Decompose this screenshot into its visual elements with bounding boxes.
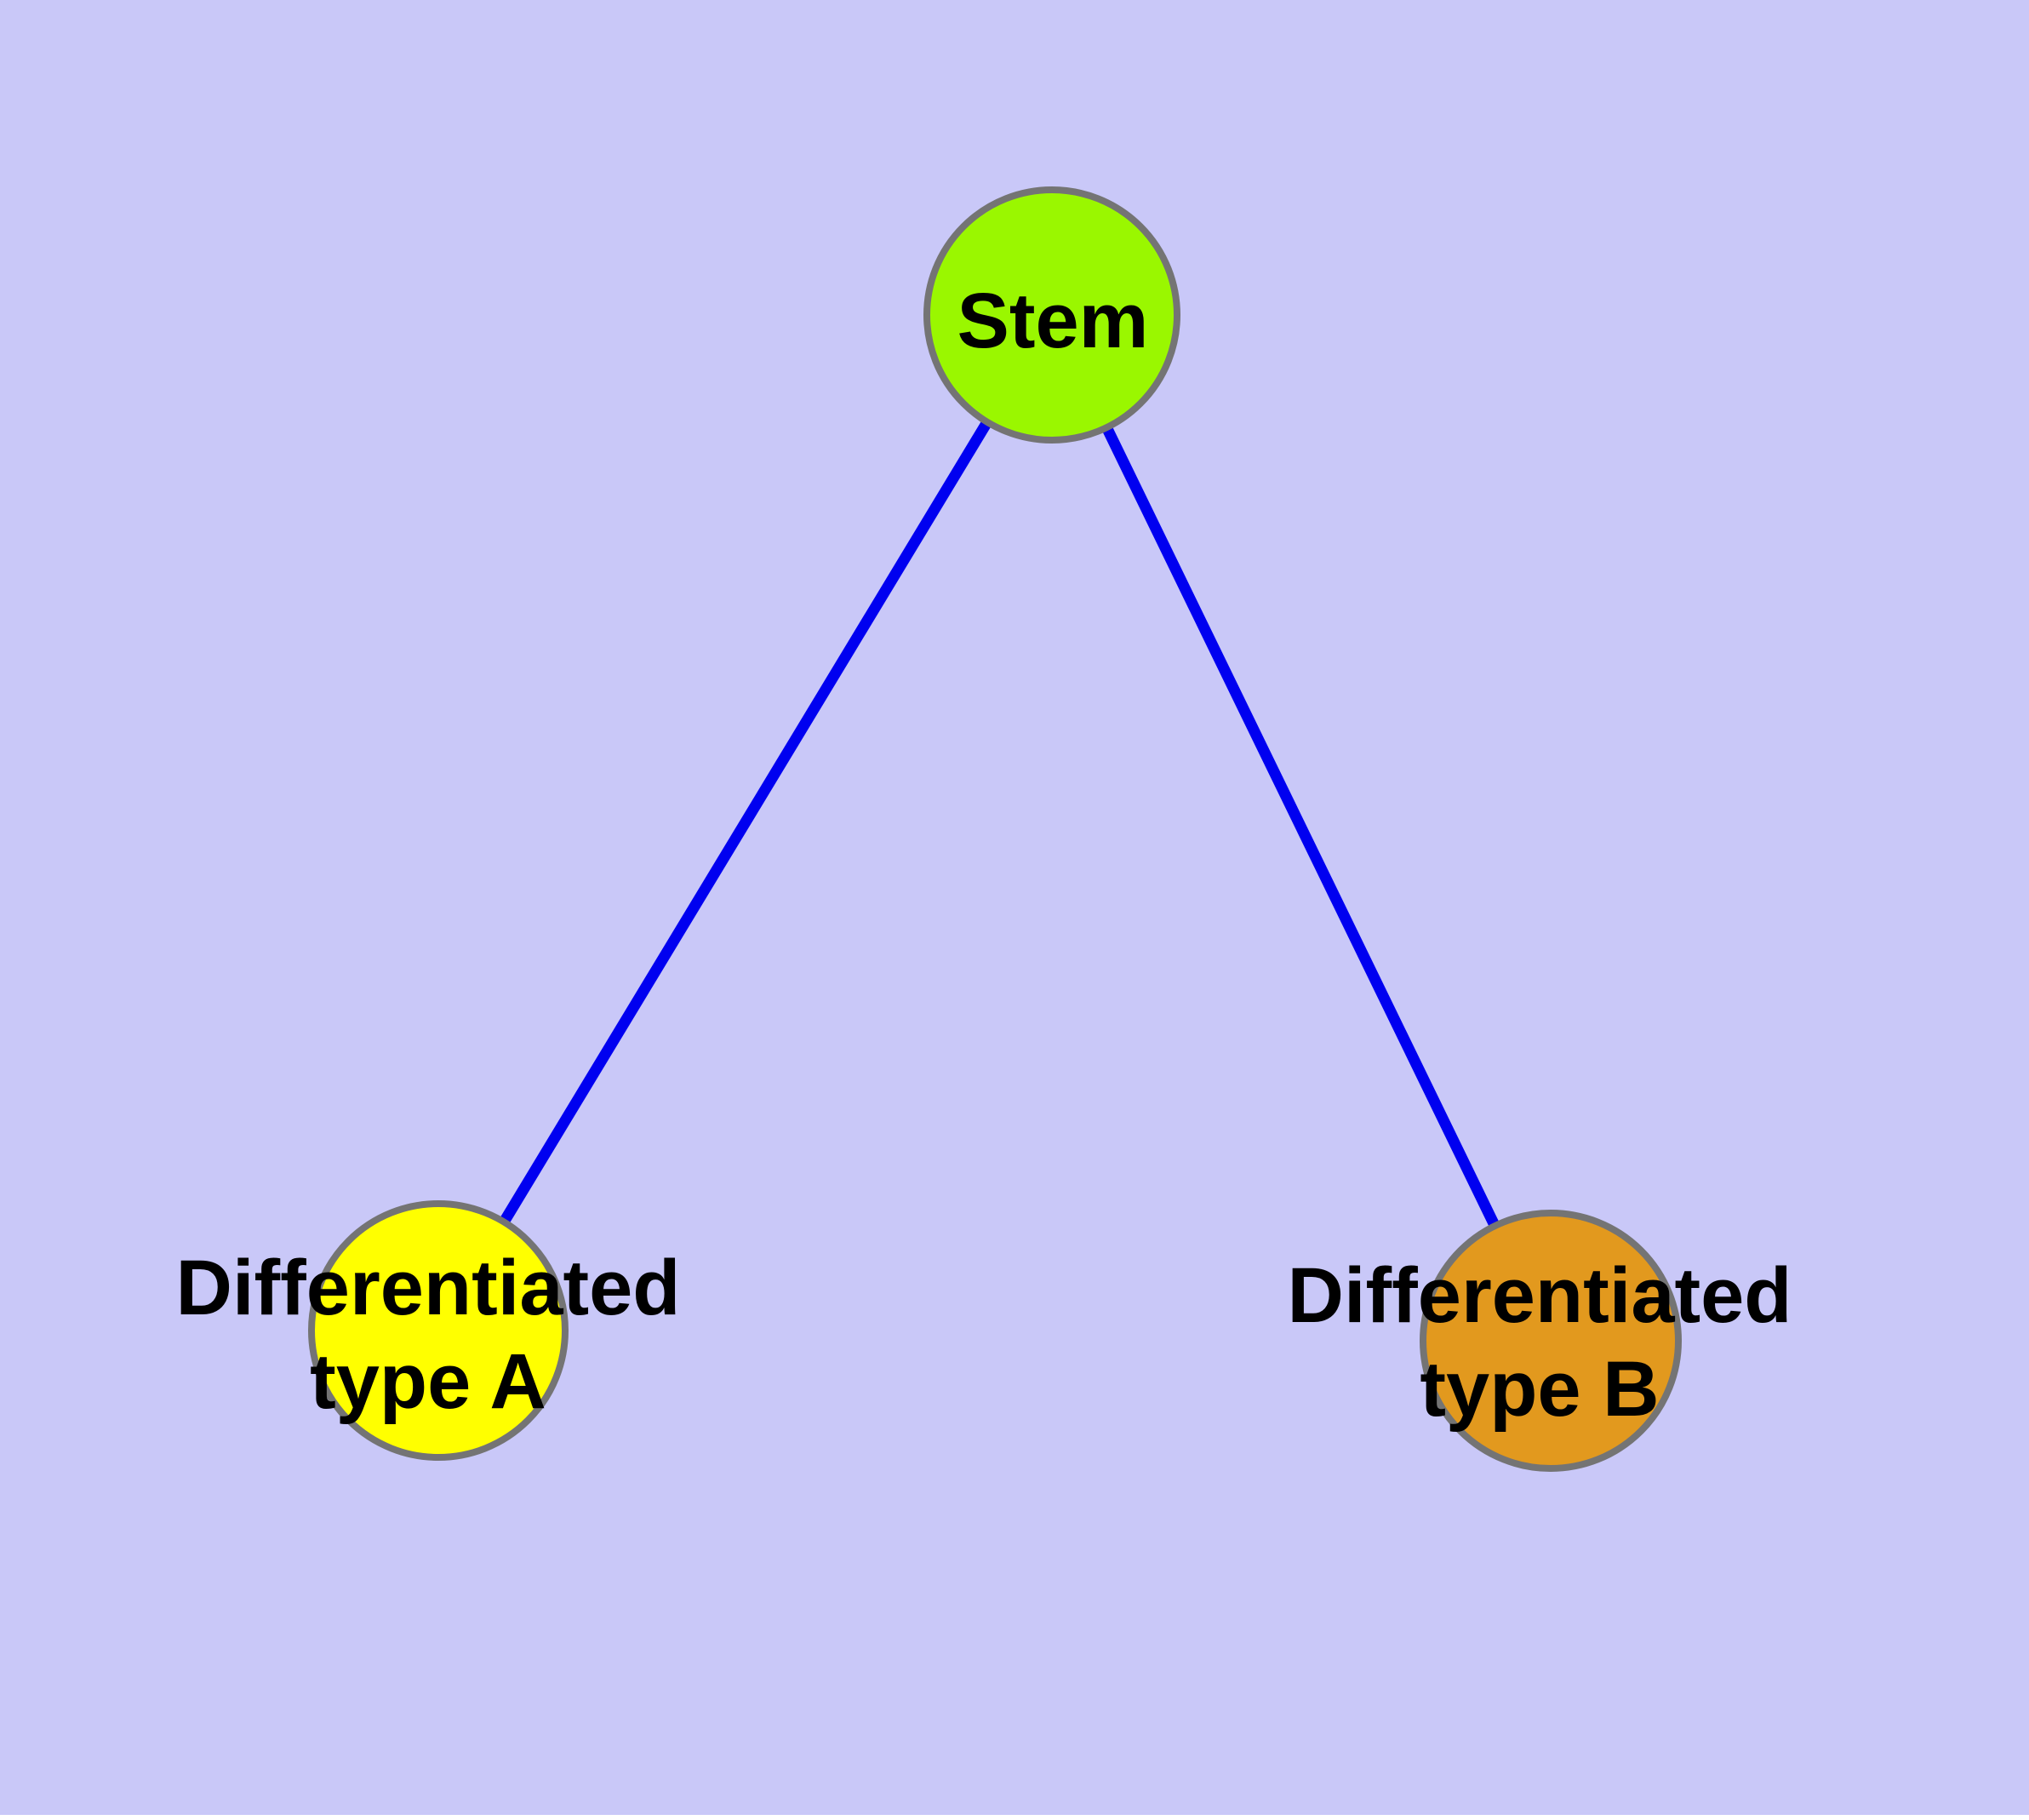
edge-stem-to-type-b[interactable] — [1047, 312, 1556, 1343]
node-stem[interactable] — [923, 186, 1180, 444]
edge-stem-to-type-a[interactable] — [433, 312, 1057, 1334]
node-differentiated-type-b-label: Differentiated type B — [1287, 1252, 1792, 1433]
node-differentiated-type-b[interactable] — [1420, 1210, 1682, 1472]
node-stem-label: Stem — [957, 278, 1149, 364]
node-differentiated-type-a-label: Differentiated type A — [175, 1245, 681, 1425]
node-differentiated-type-a[interactable] — [308, 1200, 569, 1461]
